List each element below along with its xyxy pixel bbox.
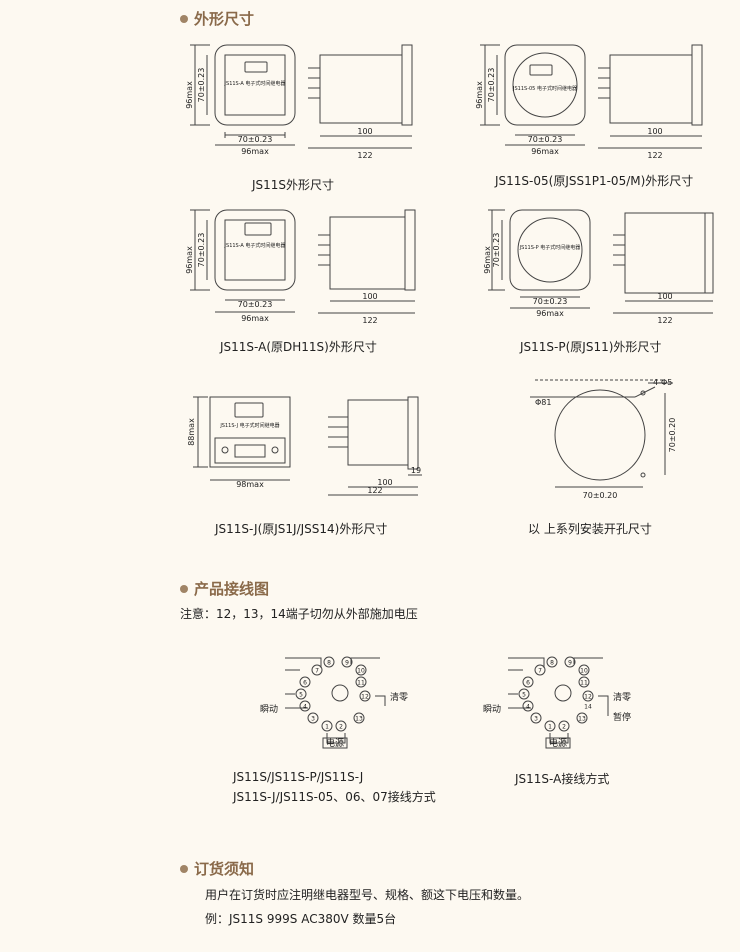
caption-wiring-left-1: JS11S/JS11S-P/JS11S-J (233, 770, 364, 784)
dim-depth1: 100 (357, 127, 372, 136)
drawing-js11s-j: JS11S-J 电子式时间继电器 88max 98max 19 100 122 (187, 396, 422, 496)
label-start: 瞬动 (260, 703, 278, 715)
terminal-10: 10 (580, 668, 588, 675)
drawing-js11s-a: JS11S-A 电子式时间继电器 96max 70±0.23 70±0.23 9… (185, 209, 416, 325)
dim-h-inner: 70±0.23 (197, 233, 206, 268)
label-clear: 清零 (390, 691, 408, 703)
dim-depth2: 122 (367, 486, 382, 495)
dim-depth2: 122 (657, 316, 672, 325)
terminal-5: 5 (522, 692, 526, 699)
drawing-js11s-p: JS11S-P 电子式时间继电器 96max 70±0.23 70±0.23 9… (483, 209, 714, 325)
caption-d3: JS11S-A(原DH11S)外形尺寸 (220, 340, 377, 354)
terminal-9: 9 (345, 660, 349, 667)
dim-w-outer: 96max (241, 147, 269, 156)
caption-d1: JS11S外形尺寸 (252, 178, 335, 192)
terminal-7: 7 (538, 668, 542, 675)
drawing-js11s: JS11S-A 电子式时间继电器 96max 70±0.23 70±0.23 9… (185, 44, 413, 160)
terminal-6: 6 (526, 680, 530, 687)
section-title-dimensions: 外形尺寸 (180, 8, 254, 29)
dim-w-outer: 96max (241, 314, 269, 323)
terminal-1: 1 (548, 724, 552, 731)
caption-d4: JS11S-P(原JS11)外形尺寸 (520, 340, 662, 354)
dim-w-outer: 96max (531, 147, 559, 156)
terminal-11: 11 (580, 680, 588, 687)
wiring-note: 注意：12，13，14端子切勿从外部施加电压 (180, 607, 418, 621)
dim-depth1: 100 (362, 292, 377, 301)
dim-depth2: 122 (647, 151, 662, 160)
caption-d6: 以 上系列安装开孔尺寸 (528, 522, 652, 536)
terminal-5: 5 (299, 692, 303, 699)
caption-wiring-left-2: JS11S-J/JS11S-05、06、07接线方式 (233, 790, 436, 804)
terminal-13: 13 (355, 716, 363, 723)
caption-d5: JS11S-J(原JS1J/JSS14)外形尺寸 (215, 522, 388, 536)
dim-small: 19 (411, 466, 421, 475)
dim-h-inner: 70±0.23 (197, 68, 206, 103)
dim-depth2: 122 (362, 316, 377, 325)
terminal-8: 8 (327, 660, 331, 667)
dim-w-outer: 98max (236, 480, 264, 489)
front-label: JS11S-J 电子式时间继电器 (219, 422, 279, 429)
section-title-wiring: 产品接线图 (180, 578, 269, 599)
terminal-7: 7 (315, 668, 319, 675)
label-power: 电源 (549, 737, 567, 749)
terminal-4: 4 (303, 704, 307, 711)
dim-w-inner: 70±0.23 (533, 297, 568, 306)
terminal-12: 12 (361, 694, 369, 701)
terminal-2: 2 (562, 724, 566, 731)
bullet-icon (180, 584, 188, 593)
label-power: 电源 (326, 737, 344, 749)
dim-h-outer: 96max (475, 81, 484, 109)
terminal-2: 2 (339, 724, 343, 731)
terminal-14: 14 (584, 704, 592, 711)
terminal-1: 1 (325, 724, 329, 731)
terminal-8: 8 (550, 660, 554, 667)
dim-depth1: 100 (377, 478, 392, 487)
dim-depth1: 100 (647, 127, 662, 136)
bullet-icon (180, 14, 188, 23)
terminal-4: 4 (526, 704, 530, 711)
dim-h-inner: 70±0.23 (487, 68, 496, 103)
terminal-3: 3 (311, 716, 315, 723)
bullet-icon (180, 864, 188, 873)
terminal-10: 10 (357, 668, 365, 675)
front-label: JS11S-A 电子式时间继电器 (224, 80, 286, 87)
terminal-13: 13 (578, 716, 586, 723)
dim-depth1: 100 (657, 292, 672, 301)
dim-h-inner: 70±0.23 (492, 233, 501, 268)
ordering-line-2: 例：JS11S 999S AC380V 数量5台 (205, 912, 397, 926)
dim-w-inner: 70±0.23 (238, 300, 273, 309)
drawing-js11s-05: JS11S-05 电子式时间继电器 96max 70±0.23 70±0.23 … (475, 44, 703, 160)
terminal-11: 11 (357, 680, 365, 687)
dim-h-outer: 96max (185, 81, 194, 109)
dim-h-outer: 96max (483, 246, 492, 274)
front-label: JS11S-A 电子式时间继电器 (224, 242, 286, 249)
drawing-mounting-hole: Φ81 4-Φ5 70±0.20 70±0.20 (530, 378, 677, 500)
dim-w-outer: 96max (536, 309, 564, 318)
terminal-6: 6 (303, 680, 307, 687)
dim-h: 70±0.20 (583, 491, 618, 500)
terminal-3: 3 (534, 716, 538, 723)
dim-depth2: 122 (357, 151, 372, 160)
label-clear: 清零 (613, 691, 631, 703)
label-start: 瞬动 (483, 703, 501, 715)
section-title-ordering: 订货须知 (180, 858, 254, 879)
label-pause: 暂停 (613, 711, 631, 723)
ordering-line-1: 用户在订货时应注明继电器型号、规格、额这下电压和数量。 (205, 888, 530, 902)
front-label: JS11S-05 电子式时间继电器 (512, 85, 577, 92)
dim-holes: 4-Φ5 (653, 378, 672, 387)
dim-w-inner: 70±0.23 (528, 135, 563, 144)
dim-v: 70±0.20 (668, 418, 677, 453)
caption-wiring-right: JS11S-A接线方式 (515, 772, 610, 786)
terminal-9: 9 (568, 660, 572, 667)
dim-dia: Φ81 (535, 398, 551, 407)
dim-w-inner: 70±0.23 (238, 135, 273, 144)
front-label: JS11S-P 电子式时间继电器 (519, 244, 581, 251)
dim-h-outer: 88max (187, 418, 196, 446)
terminal-12: 12 (584, 694, 592, 701)
dim-h-outer: 96max (185, 246, 194, 274)
caption-d2: JS11S-05(原JSS1P1-05/M)外形尺寸 (495, 174, 694, 188)
